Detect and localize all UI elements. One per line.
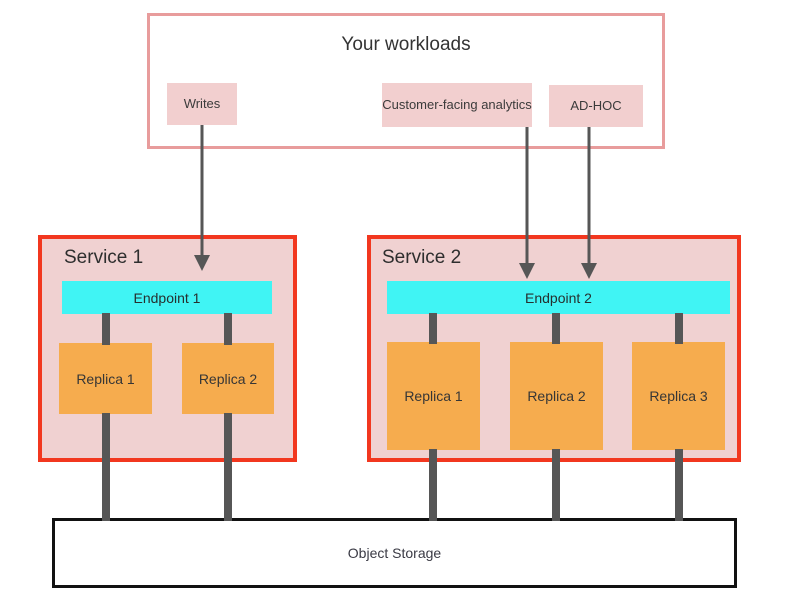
endpoint-1-bar: Endpoint 1 (62, 281, 272, 314)
workload-item-customer-facing-analytics: Customer-facing analytics (382, 83, 532, 127)
service-1-replica-1: Replica 1 (59, 343, 152, 414)
workload-item-ad-hoc: AD-HOC (549, 85, 643, 127)
object-storage-label: Object Storage (347, 545, 442, 561)
endpoint-2-label: Endpoint 2 (525, 289, 592, 306)
workload-item-writes: Writes (167, 83, 237, 125)
service-1-replica-2-label: Replica 2 (198, 370, 258, 387)
workloads-box: Your workloads Writes Customer-facing an… (147, 13, 665, 149)
service-1-title: Service 1 (64, 247, 144, 268)
workload-item-ad-hoc-label: AD-HOC (570, 97, 622, 113)
service-2-replica-3-label: Replica 3 (649, 388, 708, 404)
service-1-replica-2: Replica 2 (182, 343, 274, 414)
service-2-replica-2: Replica 2 (510, 342, 603, 450)
service-2-title: Service 2 (382, 247, 462, 268)
service-1-box: Service 1 Endpoint 1 Replica 1 Replica 2 (38, 235, 297, 462)
service-2-replica-1: Replica 1 (387, 342, 480, 450)
workloads-title: Your workloads (341, 34, 471, 55)
endpoint-1-label: Endpoint 1 (133, 289, 201, 306)
workload-item-customer-facing-analytics-label: Customer-facing analytics (382, 96, 532, 112)
endpoint-2-bar: Endpoint 2 (387, 281, 730, 314)
service-1-replica-1-label: Replica 1 (76, 370, 135, 387)
service-2-box: Service 2 Endpoint 2 Replica 1 Replica 2… (367, 235, 741, 462)
service-2-replica-1-label: Replica 1 (404, 388, 463, 404)
service-2-replica-3: Replica 3 (632, 342, 725, 450)
object-storage-box: Object Storage (52, 518, 737, 588)
workload-item-writes-label: Writes (183, 95, 221, 111)
service-2-replica-2-label: Replica 2 (527, 388, 586, 404)
